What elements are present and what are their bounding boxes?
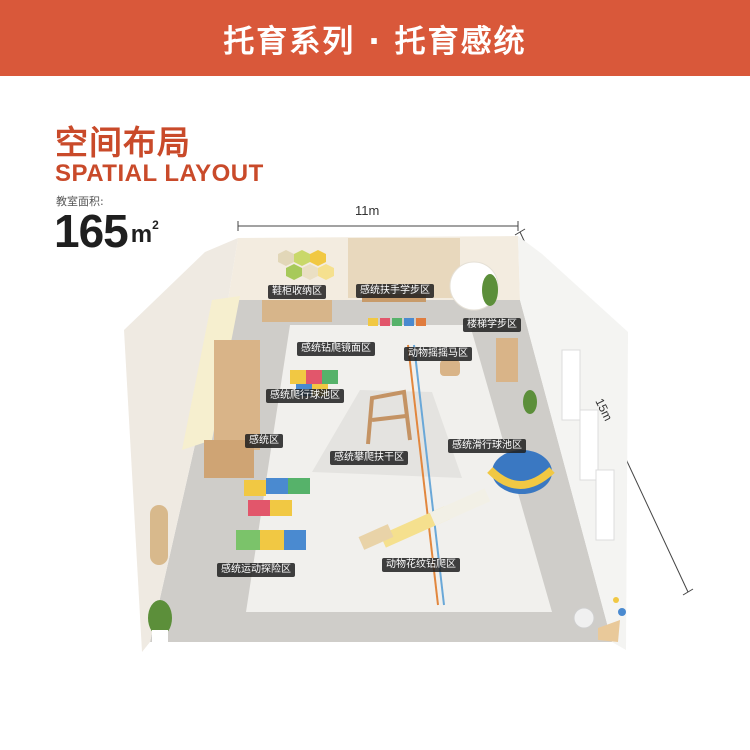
area-unit-superscript: 2: [152, 218, 159, 232]
zone-label-climb-bar: 感统攀爬扶干区: [330, 451, 408, 465]
zone-label-stair-walk: 楼梯学步区: [463, 318, 521, 332]
right-wall-windows: [561, 349, 615, 541]
dimension-line-width: [237, 221, 519, 231]
potted-plant-icon: [148, 600, 172, 642]
right-wall: [518, 236, 628, 650]
potted-plant-icon: [482, 274, 498, 306]
area-number: 165: [54, 205, 129, 257]
zone-label-shoe-cabinet: 鞋柜收纳区: [268, 285, 326, 299]
area-value: 165 m 2: [54, 204, 159, 260]
animal-crawl-tunnel: [358, 488, 491, 550]
animal-rocker: [440, 360, 460, 376]
area-unit: m: [130, 221, 153, 248]
zone-label-crawl-ball-pool: 感统爬行球池区: [266, 389, 344, 403]
stair-walk-frame: [496, 338, 518, 382]
zone-label-sports-explore: 感统运动探险区: [217, 563, 295, 577]
left-wall-panel: [182, 296, 240, 450]
zone-label-handrail-walk: 感统扶手学步区: [356, 284, 434, 298]
climbing-frame: [366, 389, 412, 445]
color-step-blocks: [368, 318, 426, 326]
slide-pool-rim: [487, 466, 555, 489]
shoe-cabinet-furniture: [262, 300, 332, 322]
corner-decoration: [573, 597, 626, 642]
left-wall-arch-door: [150, 505, 168, 565]
hexagon-wall-decor: [278, 250, 334, 280]
area-label: 教室面积:: [56, 195, 104, 208]
zone-label-crawl-mirror: 感统钻爬镜面区: [297, 342, 375, 356]
handrail-furniture: [362, 294, 426, 302]
sports-explore-blocks: [236, 478, 310, 550]
wooden-play-house: [214, 340, 260, 450]
banner-title: 托育系列 · 托育感统: [223, 23, 527, 60]
width-dimension-label: 11m: [355, 203, 380, 218]
section-title-cn: 空间布局: [55, 123, 191, 162]
zone-label-slide-ball-pool: 感统滑行球池区: [448, 439, 526, 453]
section-title-en: SPATIAL LAYOUT: [55, 160, 264, 187]
header-banner: 托育系列 · 托育感统: [0, 0, 750, 76]
zone-label-animal-pattern-crawl: 动物花纹钻爬区: [382, 558, 460, 572]
potted-plant-icon: [523, 390, 537, 414]
zone-label-sensory: 感统区: [245, 434, 283, 448]
zone-label-animal-rocker: 动物摇摇马区: [404, 347, 472, 361]
